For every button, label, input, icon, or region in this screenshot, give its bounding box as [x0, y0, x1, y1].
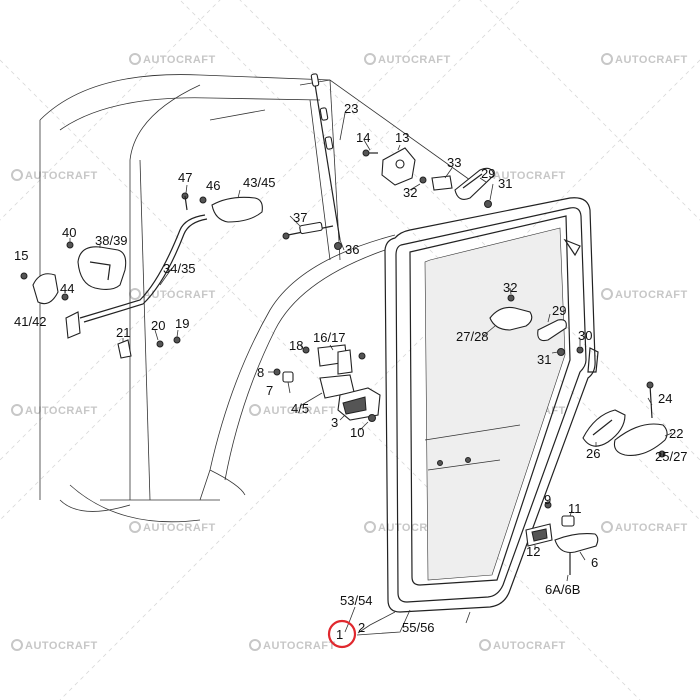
- callout-46: 46: [206, 178, 220, 193]
- watermark: AUTOCRAFT: [493, 640, 566, 652]
- callout-40: 40: [62, 225, 76, 240]
- highlight-part-1[interactable]: 1: [327, 619, 357, 649]
- watermark: AUTOCRAFT: [143, 289, 216, 301]
- watermark: AUTOCRAFT: [143, 54, 216, 66]
- callout-21: 21: [116, 325, 130, 340]
- part-24-bolt: [646, 381, 654, 419]
- callout-33: 33: [447, 155, 461, 170]
- callout-55-56: 55/56: [402, 620, 435, 635]
- callout-6: 6: [591, 555, 598, 570]
- part-8-7-bolts: [273, 368, 294, 383]
- callout-26: 26: [586, 446, 600, 461]
- part-38-39-lock: [66, 241, 127, 291]
- callout-30: 30: [578, 328, 592, 343]
- callout-32: 32: [503, 280, 517, 295]
- callout-23: 23: [344, 101, 358, 116]
- part-16-17-latch: [302, 344, 366, 399]
- callout-41-42: 41/42: [14, 314, 47, 329]
- part-37-strut: [282, 221, 342, 250]
- callout-47: 47: [178, 170, 192, 185]
- part-3-striker: [337, 387, 381, 422]
- callout-53-54: 53/54: [340, 593, 373, 608]
- callout-labels: 23 14 13 33 29 31 32 47 46 43/45 40 38/3…: [14, 101, 688, 635]
- part-34-35-rod: [79, 214, 208, 323]
- callout-7: 7: [266, 383, 273, 398]
- watermarks: AUTOCRAFT AUTOCRAFT AUTOCRAFT AUTOCRAFT …: [11, 53, 688, 652]
- callout-6a-6b: 6A/6B: [545, 582, 580, 597]
- watermark: AUTOCRAFT: [378, 54, 451, 66]
- callout-37: 37: [293, 210, 307, 225]
- callout-38-39: 38/39: [95, 233, 128, 248]
- part-21-20-19: [117, 336, 181, 359]
- cab-body-outline: [39, 74, 471, 523]
- callout-20: 20: [151, 318, 165, 333]
- callout-3: 3: [331, 415, 338, 430]
- watermark: AUTOCRAFT: [263, 640, 336, 652]
- watermark: AUTOCRAFT: [25, 170, 98, 182]
- callout-22: 22: [669, 426, 683, 441]
- callout-25-27: 25/27: [655, 449, 688, 464]
- callout-31: 31: [498, 176, 512, 191]
- callout-43-45: 43/45: [243, 175, 276, 190]
- callout-1: 1: [336, 627, 343, 642]
- callout-16-17: 16/17: [313, 330, 346, 345]
- callout-24: 24: [658, 391, 672, 406]
- watermark: AUTOCRAFT: [25, 640, 98, 652]
- highlight-circle: [327, 619, 357, 649]
- callout-13: 13: [395, 130, 409, 145]
- part-33-handle-plate: [419, 167, 495, 208]
- door-assembly: [384, 197, 599, 624]
- callout-44: 44: [60, 281, 74, 296]
- callout-29: 29: [552, 303, 566, 318]
- watermark: AUTOCRAFT: [263, 405, 336, 417]
- callout-14: 14: [356, 130, 370, 145]
- part-27-28-hinge: [489, 294, 584, 356]
- part-13-bracket: [362, 147, 416, 186]
- part-43-45-handle: [181, 192, 263, 223]
- callout-4-5: 4/5: [291, 401, 309, 416]
- callout-32: 32: [403, 185, 417, 200]
- callout-31: 31: [537, 352, 551, 367]
- part-12-6-inner-handle: [525, 501, 599, 575]
- callout-18: 18: [289, 338, 303, 353]
- part-23-rod: [310, 73, 341, 241]
- part-41-42-bracket: [20, 272, 81, 339]
- watermark: AUTOCRAFT: [615, 289, 688, 301]
- callout-10: 10: [350, 425, 364, 440]
- callout-12: 12: [526, 544, 540, 559]
- callout-34-35: 34/35: [163, 261, 196, 276]
- watermark: AUTOCRAFT: [493, 170, 566, 182]
- callout-19: 19: [175, 316, 189, 331]
- callout-29: 29: [481, 166, 495, 181]
- watermark: AUTOCRAFT: [615, 54, 688, 66]
- callout-9: 9: [544, 492, 551, 507]
- leader-lines: [69, 112, 673, 636]
- callout-11: 11: [568, 501, 582, 516]
- watermark: AUTOCRAFT: [143, 522, 216, 534]
- watermark: AUTOCRAFT: [615, 522, 688, 534]
- callout-36: 36: [345, 242, 359, 257]
- callout-27-28: 27/28: [456, 329, 489, 344]
- callout-8: 8: [257, 365, 264, 380]
- callout-2: 2: [358, 620, 365, 635]
- part-26-22-handle: [582, 409, 668, 458]
- watermark: AUTOCRAFT: [25, 405, 98, 417]
- callout-15: 15: [14, 248, 28, 263]
